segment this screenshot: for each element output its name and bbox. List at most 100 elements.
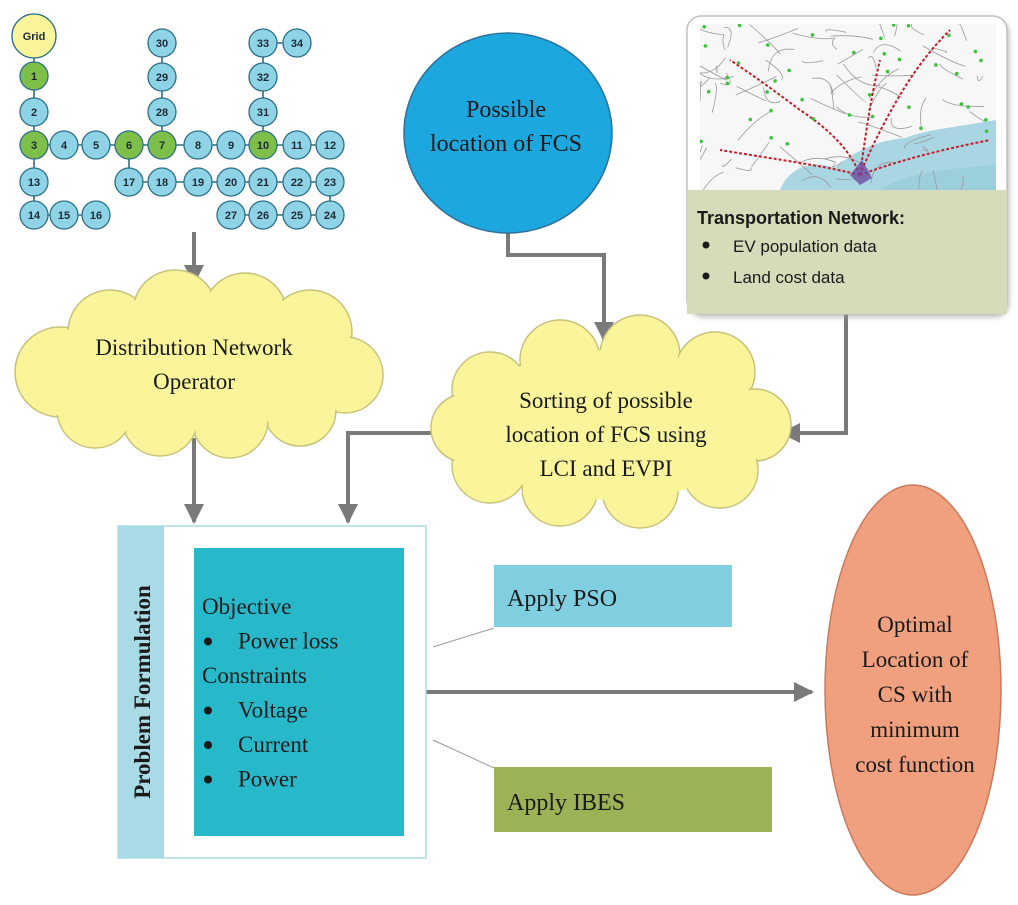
map-road <box>700 78 701 102</box>
possible-location-line1: Possible <box>466 97 546 123</box>
bus-label: 4 <box>61 140 68 152</box>
map-node-dot <box>773 79 777 83</box>
pso-connector-line <box>432 627 495 648</box>
bus-label: 17 <box>123 177 135 189</box>
arrow-sorting-to-problem <box>338 431 438 524</box>
map-road <box>724 26 732 48</box>
bus-label: 3 <box>31 140 37 152</box>
bus-node-11: 11 <box>282 130 312 160</box>
bus-node-13: 13 <box>19 167 49 197</box>
bus-node-4: 4 <box>49 130 79 160</box>
problem-item: Voltage <box>238 698 308 723</box>
bus-label: 33 <box>257 38 269 50</box>
map-road <box>960 175 964 190</box>
map-node-dot <box>736 61 741 65</box>
bus-node-23: 23 <box>315 167 345 197</box>
bus-node-17: 17 <box>114 167 144 197</box>
bus-node-12: 12 <box>315 130 345 160</box>
map-road <box>719 72 731 86</box>
optimal-line1: Optimal <box>877 612 952 637</box>
possible-location-fcs: Possible location of FCS <box>403 32 613 234</box>
map-node-dot <box>847 113 852 117</box>
bus-node-8: 8 <box>183 130 213 160</box>
bus-node-3: 3 <box>19 130 49 160</box>
map-node-dot <box>959 102 964 106</box>
map-road <box>700 144 703 154</box>
map-node-dot <box>769 136 773 140</box>
map-road <box>737 111 770 141</box>
transport-item-ev: EV population data <box>733 237 877 256</box>
bus-node-20: 20 <box>216 167 246 197</box>
bus-label: 1 <box>31 71 37 83</box>
bus-node-5: 5 <box>81 130 111 160</box>
map-node-dot <box>811 117 816 121</box>
map-node-dot <box>765 90 769 94</box>
bus-node-33: 33 <box>248 28 278 58</box>
map-road <box>722 34 726 51</box>
apply-pso-box <box>494 565 732 627</box>
map-node-dot <box>934 63 938 67</box>
map-road <box>779 146 813 176</box>
problem-heading: Constraints <box>202 663 307 688</box>
bus-label: 5 <box>93 140 99 152</box>
optimal-line4: minimum <box>870 717 960 742</box>
map-road <box>837 49 864 65</box>
transportation-info-box <box>687 190 1007 314</box>
bus-label: 7 <box>159 140 165 152</box>
map-node-dot <box>891 24 896 27</box>
map-node-dot <box>703 44 708 48</box>
map-road <box>831 37 838 50</box>
map-road <box>868 55 877 69</box>
map-road <box>711 82 717 113</box>
bus-label: 19 <box>192 177 204 189</box>
bus-node-21: 21 <box>248 167 278 197</box>
map-road <box>868 82 887 111</box>
map-node-dot <box>973 49 978 54</box>
bus-label: 34 <box>291 38 304 50</box>
apply-ibes-label: Apply IBES <box>507 790 625 816</box>
map-road <box>751 142 770 168</box>
bus-label: 8 <box>195 140 201 152</box>
bus-label: 14 <box>28 210 41 222</box>
bus-label: 24 <box>324 210 337 222</box>
optimal-line3: CS with <box>878 682 953 707</box>
bus-label: 12 <box>324 140 336 152</box>
bus-label: 25 <box>291 210 303 222</box>
bus-node-16: 16 <box>81 200 111 230</box>
bus-label: 30 <box>156 38 168 50</box>
map-road <box>878 87 902 98</box>
arrow-transport-to-sorting <box>780 314 848 443</box>
transport-title: Transportation Network: <box>697 208 905 228</box>
dno-cloud: Distribution Network Operator <box>14 269 384 459</box>
bus-label: 26 <box>257 210 269 222</box>
problem-bullet <box>204 706 212 715</box>
problem-vertical-label: Problem Formulation <box>130 585 155 799</box>
bus-node-30: 30 <box>147 28 177 58</box>
bus-node-31: 31 <box>248 97 278 127</box>
map-road <box>812 77 834 95</box>
bus-label: 27 <box>225 210 237 222</box>
map-road <box>735 167 752 171</box>
bus-label: 15 <box>58 210 70 222</box>
map-road <box>941 99 985 107</box>
map-road <box>922 145 929 152</box>
bus-label: 28 <box>156 107 168 119</box>
map-node-dot <box>702 25 706 29</box>
map-road <box>920 97 927 127</box>
map-node-dot <box>706 89 711 94</box>
transport-bullet-1 <box>702 241 710 249</box>
bus-label: 10 <box>257 140 269 152</box>
map-node-dot <box>870 114 875 119</box>
optimal-line5: cost function <box>855 752 975 777</box>
map-node-dot <box>966 105 970 109</box>
bus-node-24: 24 <box>315 200 345 230</box>
optimal-line2: Location of <box>862 647 969 672</box>
map-node-dot <box>785 142 789 146</box>
map-road <box>765 59 783 81</box>
bus-label: 29 <box>156 72 168 84</box>
map-road <box>810 98 846 115</box>
bus-node-32: 32 <box>248 62 278 92</box>
map-road <box>835 106 872 118</box>
map-road <box>735 76 777 96</box>
